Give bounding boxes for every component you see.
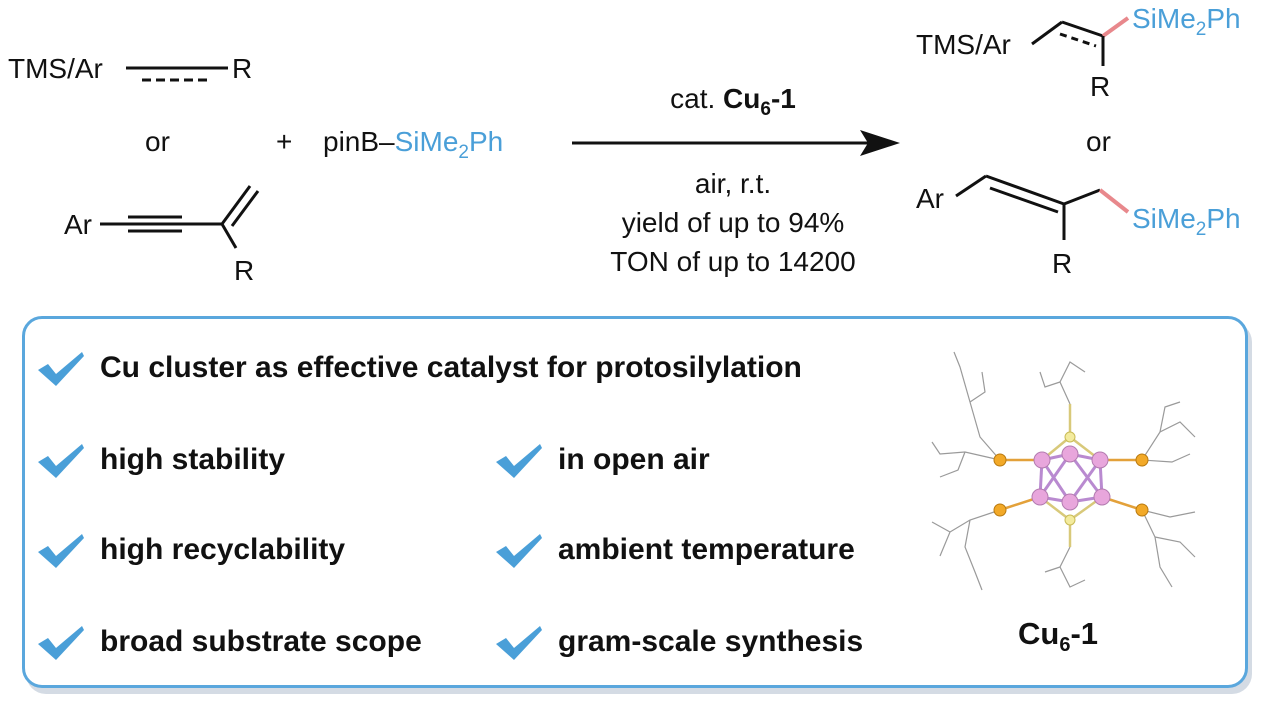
product1-r: R xyxy=(1090,71,1110,102)
feature-label: broad substrate scope xyxy=(100,625,422,658)
feature-label: ambient temperature xyxy=(558,533,855,566)
product-vinylsilane: TMS/Ar SiMe2Ph R xyxy=(916,3,1241,102)
reactant2-ar: Ar xyxy=(64,209,92,240)
feature-label: Cu cluster as effective catalyst for pro… xyxy=(100,351,802,384)
catalyst-label: cat. Cu6-1 xyxy=(670,83,796,120)
checkmark-icon xyxy=(496,534,542,568)
product2-ar: Ar xyxy=(916,183,944,214)
ligand-wireframe xyxy=(931,351,1196,591)
sulfur-bonds xyxy=(1039,404,1103,547)
cluster-structure-image xyxy=(931,351,1196,591)
checkmark-icon xyxy=(496,444,542,478)
feature-label: high recyclability xyxy=(100,533,346,566)
plus-sign: + xyxy=(276,126,292,157)
feature-item: ambient temperature xyxy=(494,528,855,572)
reactant1-r: R xyxy=(232,53,252,84)
cluster-caption: Cu6-1 xyxy=(1018,616,1099,657)
product2-silyl: SiMe2Ph xyxy=(1132,203,1241,240)
condition-ton: TON of up to 14200 xyxy=(610,246,855,277)
feature-item: high stability xyxy=(36,438,285,482)
product1-silyl: SiMe2Ph xyxy=(1132,3,1241,40)
s-atoms xyxy=(1064,431,1076,526)
new-c-si-bond-2 xyxy=(1098,188,1130,214)
checkmark-icon xyxy=(38,444,84,478)
checkmark-icon xyxy=(38,626,84,660)
feature-item: in open air xyxy=(494,438,710,482)
or-left: or xyxy=(145,126,170,157)
feature-label: in open air xyxy=(558,443,710,476)
product-allylsilane: Ar SiMe2Ph R xyxy=(916,174,1241,279)
product2-r: R xyxy=(1052,248,1072,279)
reactant-alkyne: TMS/Ar R xyxy=(8,53,252,84)
checkmark-icon xyxy=(496,626,542,660)
checkmark-icon xyxy=(38,534,84,568)
reactant-enyne: Ar R xyxy=(64,185,260,286)
new-c-si-bond xyxy=(1101,16,1130,38)
feature-item: gram-scale synthesis xyxy=(494,620,863,664)
silylboronate-reagent: pinB–SiMe2Ph xyxy=(323,126,503,163)
condition-air: air, r.t. xyxy=(695,168,771,199)
feature-item: broad substrate scope xyxy=(36,620,422,664)
reactant1-prefix: TMS/Ar xyxy=(8,53,103,84)
product1-prefix: TMS/Ar xyxy=(916,29,1011,60)
or-right: or xyxy=(1086,126,1111,157)
feature-label: high stability xyxy=(100,443,286,476)
condition-yield: yield of up to 94% xyxy=(622,207,845,238)
reaction-arrow xyxy=(572,130,900,156)
checkmark-icon xyxy=(38,352,84,386)
cu-atoms xyxy=(1031,445,1111,511)
feature-item: Cu cluster as effective catalyst for pro… xyxy=(36,346,802,390)
p-atoms xyxy=(993,453,1149,517)
feature-item: high recyclability xyxy=(36,528,345,572)
feature-label: gram-scale synthesis xyxy=(558,625,864,658)
reactant2-r: R xyxy=(234,255,254,286)
